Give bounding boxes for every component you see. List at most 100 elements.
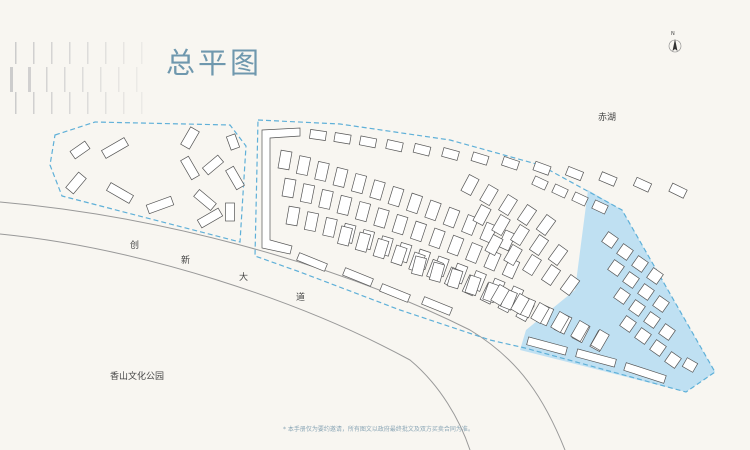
decorative-line	[105, 42, 107, 64]
building	[607, 259, 625, 277]
decorative-line	[136, 67, 138, 92]
building	[550, 310, 570, 334]
building	[540, 263, 562, 287]
decorative-line	[123, 92, 125, 114]
building	[498, 193, 518, 217]
building	[634, 327, 652, 345]
lake-label: 赤湖	[598, 113, 617, 123]
building	[342, 267, 374, 287]
decorative-line	[15, 42, 17, 64]
building	[318, 189, 334, 210]
highlight-zone	[520, 190, 715, 392]
building	[628, 299, 646, 317]
building	[350, 173, 368, 195]
disclaimer: * 本手册仅为要约邀请，所有图文以政府最终批文及双方买卖合同为准。	[283, 426, 474, 433]
building	[484, 233, 504, 257]
building	[106, 182, 134, 204]
decorative-line	[10, 67, 13, 92]
building	[598, 171, 618, 187]
building	[564, 165, 585, 182]
building	[479, 183, 499, 207]
road-label-1: 创	[130, 241, 140, 251]
building	[632, 176, 653, 193]
decorative-line	[141, 92, 143, 114]
building	[277, 149, 293, 171]
buildings	[65, 126, 699, 384]
decorative-line	[87, 92, 89, 114]
building	[322, 217, 338, 238]
decorative-line	[82, 67, 84, 92]
building	[465, 242, 483, 264]
building	[643, 311, 661, 329]
main-parcel-boundary	[254, 119, 716, 393]
decorative-line	[69, 42, 71, 64]
building	[196, 207, 224, 229]
building	[369, 179, 386, 201]
building	[201, 154, 225, 176]
building	[658, 323, 676, 341]
building	[590, 328, 610, 352]
building	[551, 183, 569, 199]
building	[285, 205, 301, 227]
building	[333, 132, 352, 145]
road-label-4: 道	[296, 293, 306, 303]
building	[531, 175, 549, 191]
building	[385, 139, 404, 153]
building	[470, 151, 490, 166]
decorative-line	[141, 42, 143, 64]
building	[446, 234, 465, 257]
road-label-3: 大	[239, 273, 249, 283]
building	[69, 140, 91, 160]
building	[314, 161, 330, 182]
building	[528, 233, 550, 257]
building	[570, 319, 590, 343]
building	[516, 203, 538, 227]
building	[428, 261, 446, 283]
building	[464, 274, 482, 297]
building	[510, 292, 530, 316]
building	[411, 255, 427, 277]
building	[180, 155, 200, 181]
decorative-line	[46, 67, 48, 92]
building	[379, 283, 411, 303]
decorative-line	[51, 92, 53, 114]
building	[332, 166, 349, 188]
building	[664, 351, 682, 369]
building	[522, 253, 542, 277]
building	[616, 243, 634, 261]
decorative-line	[100, 67, 102, 92]
building	[571, 191, 589, 207]
decorative-line	[87, 42, 89, 64]
building	[296, 252, 328, 272]
building	[490, 283, 510, 307]
building	[391, 213, 409, 236]
north-label: N	[671, 31, 675, 37]
building	[631, 255, 649, 273]
building	[497, 229, 517, 252]
building	[405, 192, 424, 215]
building	[619, 315, 637, 333]
decorative-line	[69, 92, 71, 114]
page-title: 总平图	[166, 46, 263, 80]
building	[281, 177, 297, 199]
building	[601, 231, 619, 249]
building	[637, 283, 655, 301]
building	[372, 237, 390, 260]
building	[510, 223, 530, 247]
building	[668, 182, 688, 199]
decorative-barcode-lines	[10, 42, 143, 114]
building	[442, 206, 461, 229]
decorative-line	[15, 92, 17, 114]
building	[337, 225, 353, 247]
building	[295, 155, 312, 176]
building	[491, 213, 511, 237]
building	[424, 199, 442, 222]
building	[501, 156, 520, 171]
building	[309, 129, 327, 141]
park-label: 香山文化公园	[110, 372, 165, 382]
building	[526, 336, 568, 356]
building	[373, 207, 390, 229]
west-parcel-boundary	[49, 121, 247, 243]
building	[575, 348, 617, 368]
